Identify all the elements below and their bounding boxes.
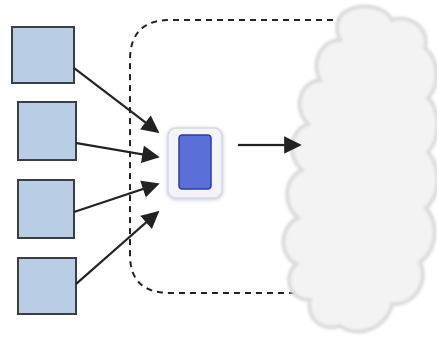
arrow-source-2-to-hub	[75, 141, 160, 164]
source-box	[17, 101, 77, 161]
dashed-boundary	[129, 19, 360, 294]
source-box	[17, 179, 75, 239]
arrow-source-4-to-hub	[75, 210, 160, 285]
arrow-source-1-to-hub	[73, 67, 160, 134]
hub-screen	[178, 134, 212, 190]
cloud-shape	[281, 4, 437, 334]
arrow-source-3-to-hub	[73, 180, 160, 214]
source-box	[11, 26, 75, 84]
source-box	[17, 257, 77, 315]
